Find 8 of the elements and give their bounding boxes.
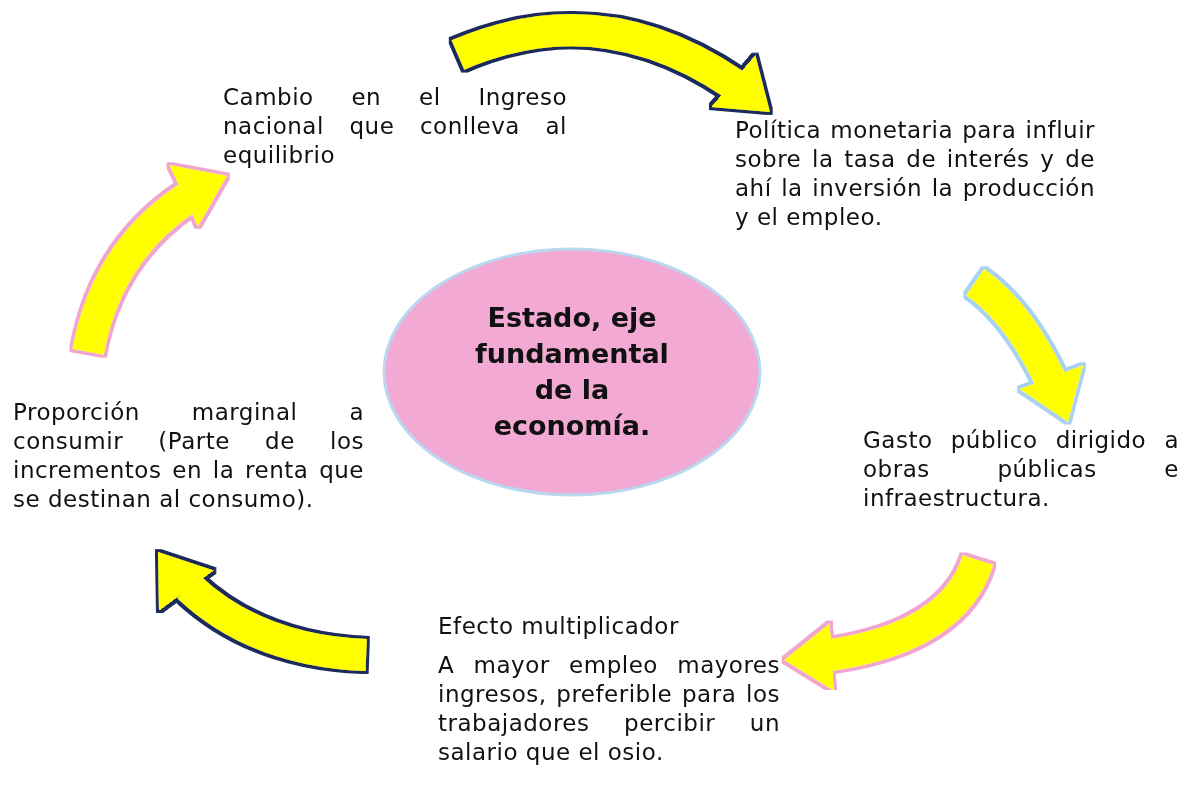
body-text: A mayor empleo mayores ingresos, preferible para los trabajadores percibir un salario que el osio. xyxy=(438,651,780,767)
center-title: Estado, eje fundamental de la economía. xyxy=(474,301,670,443)
body-text: Proporción marginal a consumir (Parte de los incrementos en la renta que se destinan al consumo). xyxy=(13,398,364,514)
heading-text: Efecto multiplicador xyxy=(438,612,680,641)
ellipse-node xyxy=(382,247,762,497)
body-text: Cambio en el Ingreso nacional que conlleva al equilibrio xyxy=(223,83,567,170)
body-text: Política monetaria para influir sobre la tasa de interés y de ahí la inversión la producción y el empleo. xyxy=(735,116,1095,232)
body-text: Gasto público dirigido a obras públicas e infraestructura. xyxy=(863,426,1179,513)
